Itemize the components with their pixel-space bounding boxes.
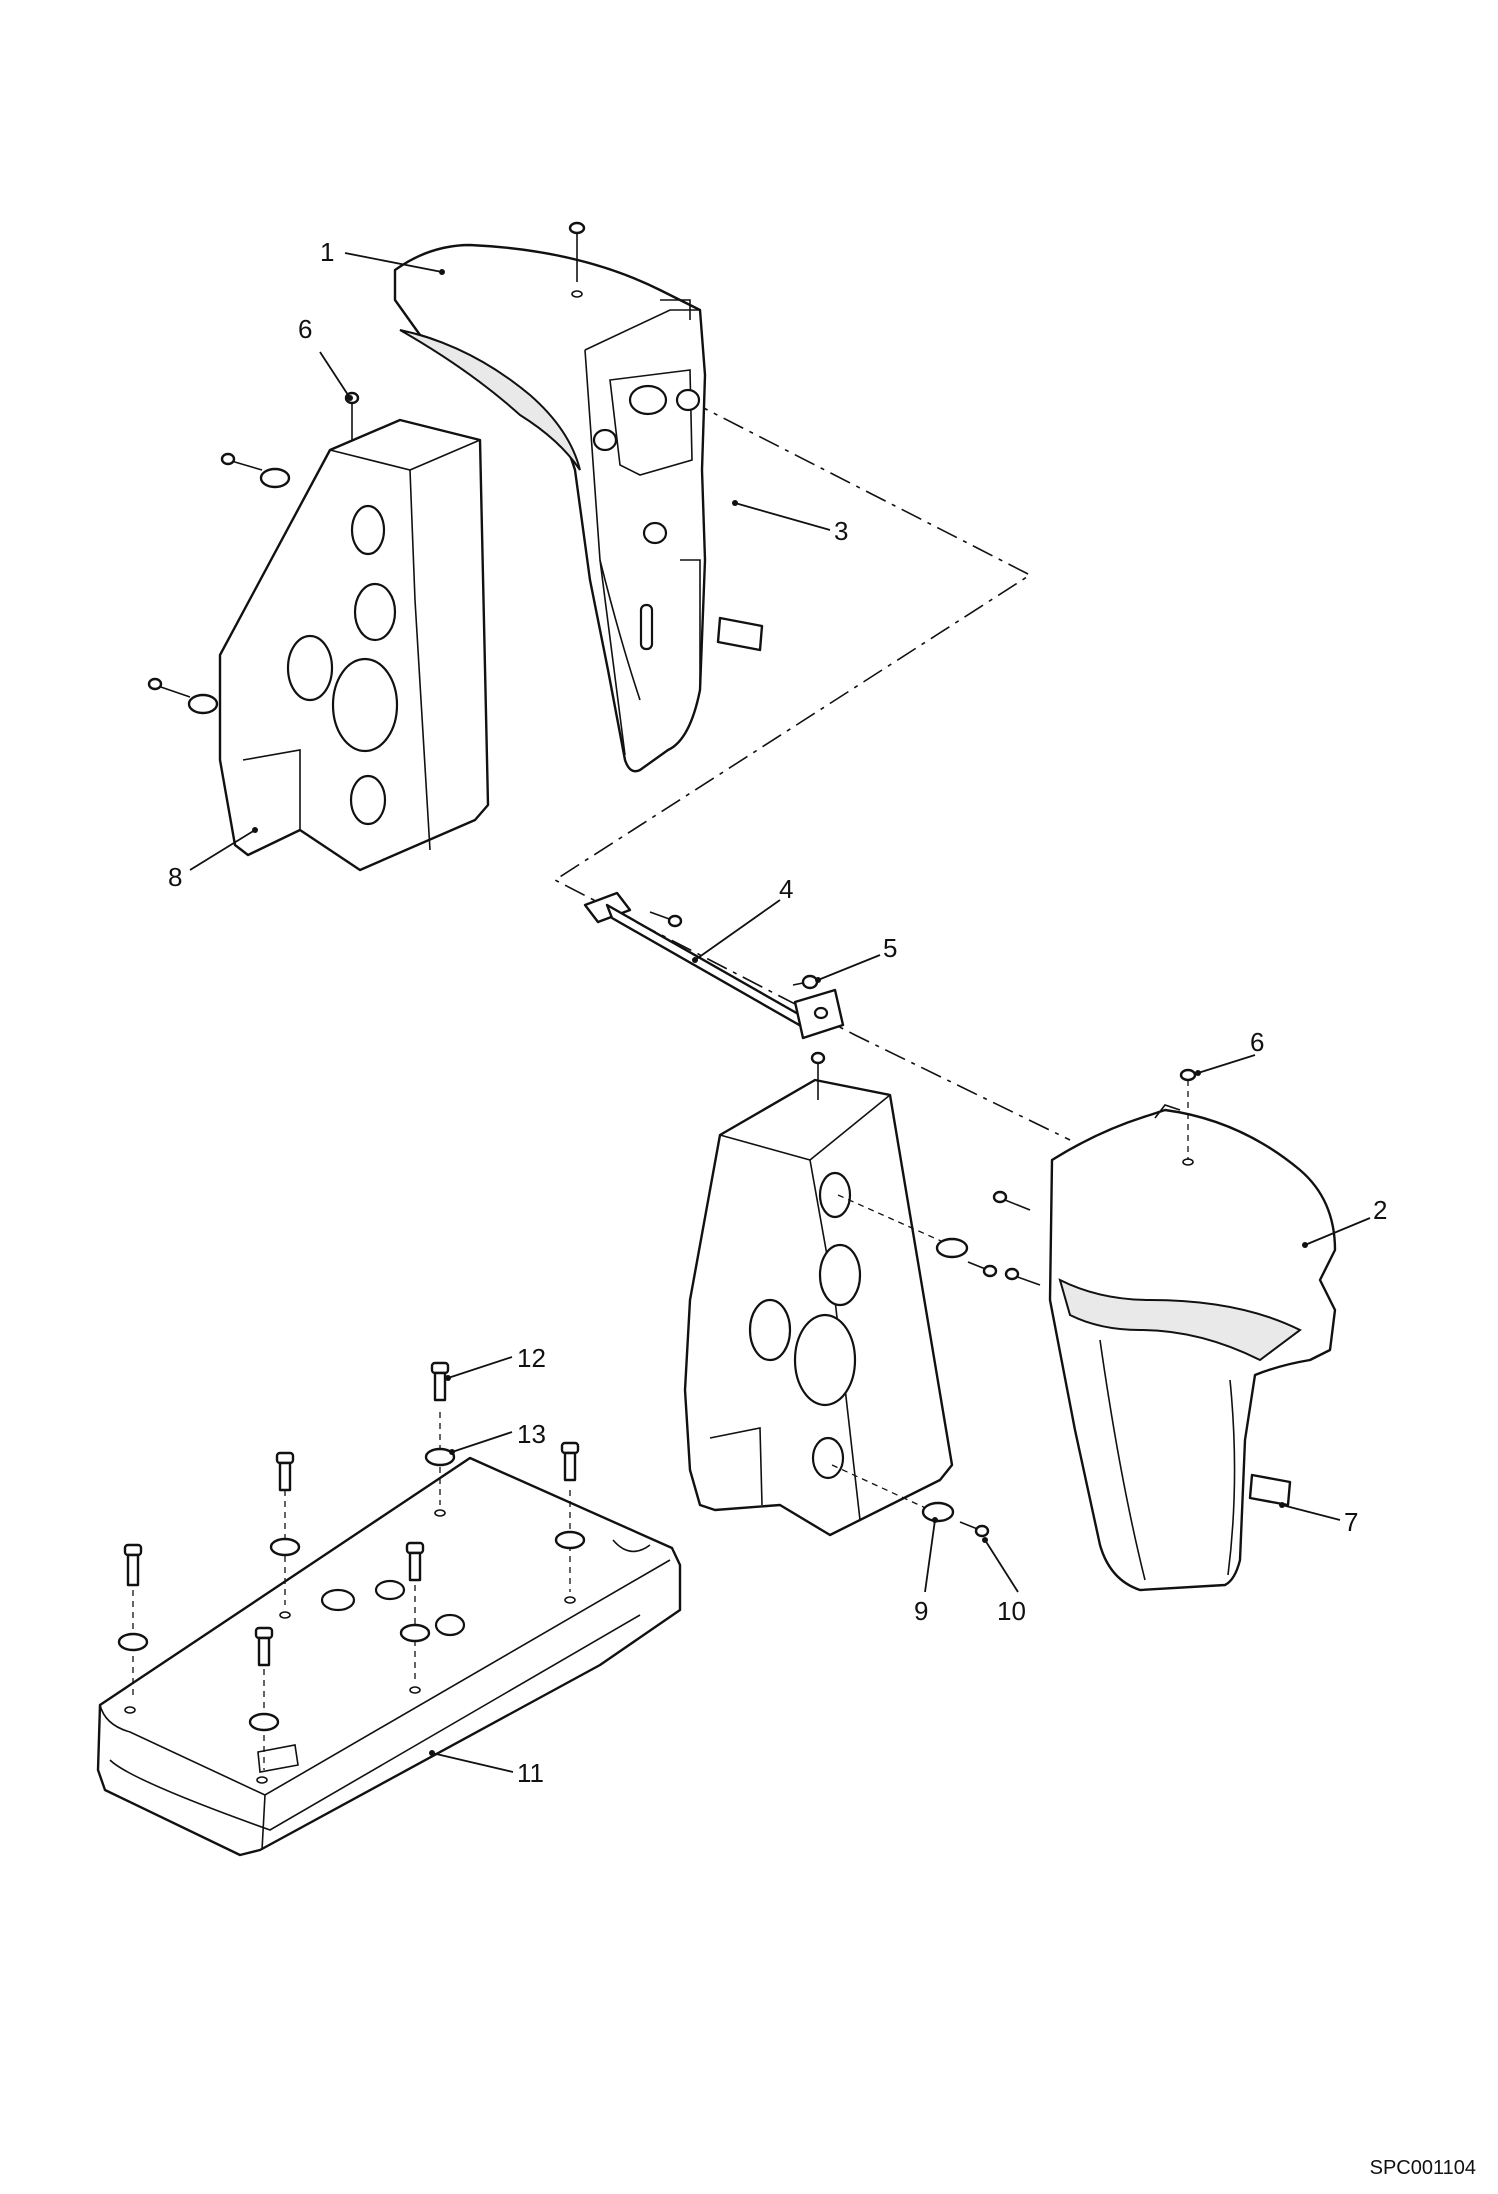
- part-8-side-fasteners: [147, 452, 291, 715]
- lower-counterweight-plate: [683, 1051, 998, 1537]
- callout-11: 11: [517, 1758, 544, 1788]
- part-4-shaft: [583, 891, 845, 1040]
- callout-10: 10: [997, 1596, 1026, 1626]
- part-7-label-plate: [1248, 1473, 1292, 1507]
- assembly-reference-lines: [553, 399, 1071, 1141]
- part-11-base-block: [96, 1456, 682, 1857]
- part-2-lower-cover: [992, 1068, 1337, 1592]
- callout-5: 5: [883, 933, 897, 963]
- callout-6-upper: 6: [298, 314, 312, 344]
- part-1-upper-cover: [393, 221, 764, 773]
- callout-7: 7: [1344, 1507, 1358, 1537]
- part-8-upper-plate: [147, 391, 490, 872]
- callout-2: 2: [1373, 1195, 1387, 1225]
- part-2-side-screws: [992, 1190, 1041, 1286]
- callout-6-lower: 6: [1250, 1027, 1264, 1057]
- callout-3: 3: [834, 516, 848, 546]
- callout-labels: 1 2 3 4 5 6 6 7 8 9 10 11 12 13: [168, 237, 1387, 1788]
- callout-4: 4: [779, 874, 793, 904]
- callout-leaders: [189, 252, 1371, 1773]
- callout-1: 1: [320, 237, 334, 267]
- part-9-washer: [921, 1501, 955, 1523]
- callout-8: 8: [168, 862, 182, 892]
- part-10-bolt: [959, 1521, 990, 1538]
- callout-12: 12: [517, 1343, 546, 1373]
- callout-9: 9: [914, 1596, 928, 1626]
- part-12-13-fasteners: [117, 1361, 586, 1770]
- drawing-reference-code: SPC001104: [1369, 2157, 1476, 2179]
- part-5-screw: [792, 974, 819, 990]
- callout-13: 13: [517, 1419, 546, 1449]
